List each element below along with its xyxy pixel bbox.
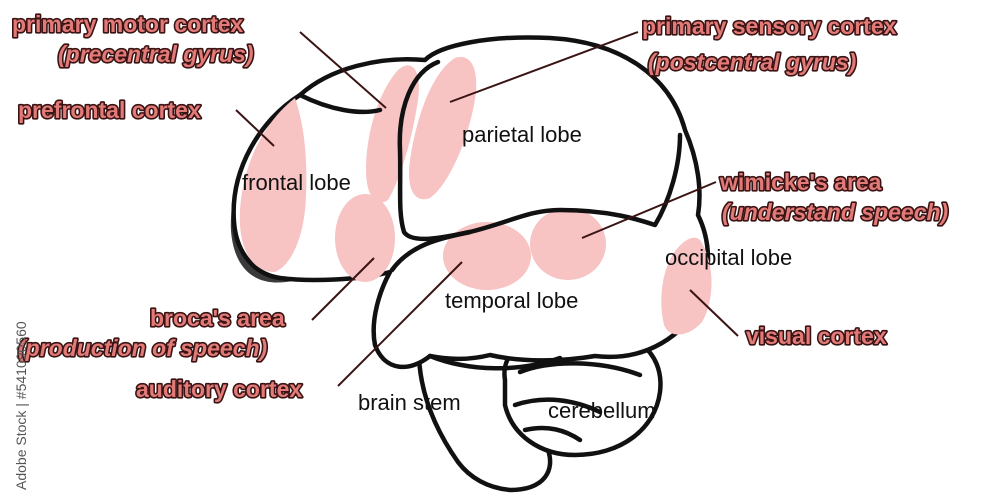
cerebellum-divider: [427, 353, 563, 371]
temporal-lobe-label: temporal lobe: [445, 288, 578, 313]
visual-cortex-area: [661, 237, 712, 335]
frontal-lower-contour: [297, 92, 383, 115]
production-of-speech-label: (production of speech): [18, 335, 267, 361]
brain-stem-label: brain stem: [358, 390, 461, 415]
prefrontal-cortex-area: [239, 98, 307, 272]
sulci-lines: [297, 59, 683, 371]
leader-primary-sensory: [449, 31, 639, 103]
lobe-labels: frontal lobe parietal lobe temporal lobe…: [242, 122, 792, 423]
temporal-upper-contour: [389, 229, 473, 273]
primary-sensory-cortex-area: [408, 57, 477, 200]
cerebellum-fold-3: [522, 425, 583, 443]
annotation-labels: primary motor cortex (precentral gyrus) …: [10, 9, 949, 403]
leader-broca: [311, 257, 375, 321]
occipital-lobe-label: occipital lobe: [665, 245, 792, 270]
leader-lines: [235, 31, 739, 387]
prefrontal-cortex-label: prefrontal cortex: [18, 97, 201, 123]
leader-primary-motor: [299, 31, 387, 109]
cerebrum-shape: [231, 35, 711, 370]
parietal-lobe-label: parietal lobe: [462, 122, 582, 147]
leader-prefrontal: [235, 109, 275, 147]
wernicke-area-label: wimicke's area: [719, 169, 882, 195]
cerebellum-fold-1: [517, 361, 643, 378]
frontal-lobe-label: frontal lobe: [242, 170, 351, 195]
visual-cortex-label: visual cortex: [746, 323, 887, 349]
leader-wernicke: [581, 181, 717, 239]
understand-speech-label: (understand speech): [722, 199, 948, 225]
auditory-cortex-label: auditory cortex: [136, 376, 302, 402]
cerebellum-label: cerebellum: [548, 398, 656, 423]
primary-motor-cortex-label: primary motor cortex: [12, 11, 244, 37]
cerebellum-fold-2: [512, 397, 603, 415]
postcentral-gyrus-label: (postcentral gyrus): [648, 49, 856, 75]
primary-sensory-cortex-label: primary sensory cortex: [642, 13, 897, 39]
leader-auditory: [337, 261, 463, 387]
auditory-cortex-area: [443, 222, 531, 290]
precentral-gyrus-label: (precentral gyrus): [58, 41, 254, 67]
broca-area-label: broca's area: [150, 305, 285, 331]
leader-visual: [689, 289, 739, 337]
wernicke-area-shape: [530, 208, 606, 280]
broca-area-shape: [335, 194, 395, 282]
stock-id-text: Adobe Stock | #541090560: [13, 321, 29, 490]
highlight-areas: [239, 57, 712, 335]
